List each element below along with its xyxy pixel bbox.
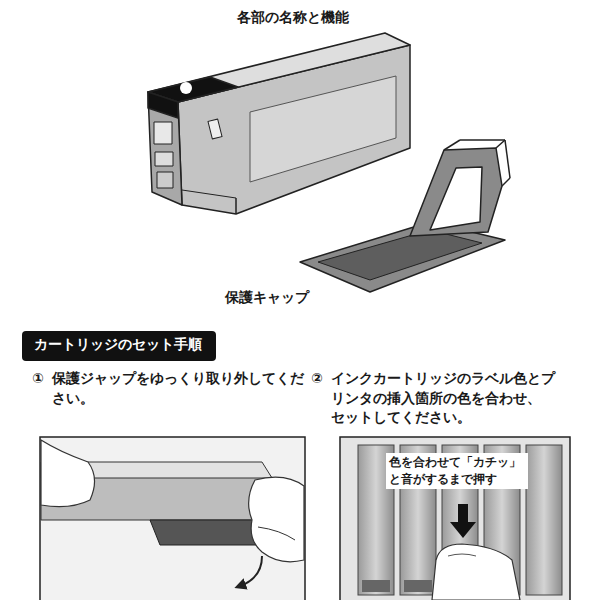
heading-text: カートリッジのセット手順 — [34, 335, 204, 355]
ic-chip — [154, 122, 172, 144]
fingernail — [448, 554, 476, 556]
cap-edge — [496, 140, 505, 148]
edge-line — [235, 198, 237, 214]
cap-edge — [460, 139, 505, 141]
ink-slot — [526, 445, 562, 595]
cartridge-end-top — [148, 92, 178, 118]
callout-text: 色を合わせて「カチッ」 と音がするまで押す — [386, 453, 528, 489]
part-name: 保護キャップ — [225, 288, 309, 308]
cap — [150, 520, 262, 545]
ink-cartridge — [148, 33, 410, 214]
cap-well — [318, 230, 482, 280]
picture-frame — [340, 437, 570, 600]
cap-edge — [502, 178, 510, 186]
cap-edge — [444, 140, 460, 150]
cap-edge — [505, 140, 510, 178]
finger — [432, 544, 520, 600]
cartridge-panel — [250, 76, 396, 182]
edge-line — [182, 190, 236, 198]
finger-line — [258, 527, 295, 540]
step2-picture — [340, 437, 570, 600]
section-title: 各部の名称と機能 — [237, 8, 349, 28]
remove-arrow — [240, 556, 262, 586]
slot-tab — [404, 580, 432, 592]
protective-cap — [300, 140, 510, 292]
heading-band: カートリッジのセット手順 — [22, 331, 216, 361]
left-hand — [41, 440, 95, 507]
color-icon — [180, 82, 192, 94]
right-hand — [249, 477, 304, 562]
end-detail — [157, 172, 173, 188]
step-text: インクカートリッジのラベル色とプ リンタの挿入箇所の色を合わせ、 セットしてくだ… — [331, 369, 559, 428]
latch — [208, 119, 222, 139]
push-arrow — [450, 504, 476, 538]
end-detail — [155, 152, 173, 166]
step-number: ② — [311, 369, 323, 389]
cap-handle — [410, 148, 502, 236]
cartridge-end — [148, 92, 182, 205]
picture-frame — [40, 437, 305, 600]
step-text: 保護ジャップをゆっくり取り外してくだ さい。 — [52, 369, 306, 408]
step1-picture — [40, 437, 305, 600]
cap-handle-hole — [430, 167, 482, 230]
step-number: ① — [32, 369, 44, 389]
slot-tab — [362, 580, 390, 592]
cartridge-top — [148, 33, 410, 102]
